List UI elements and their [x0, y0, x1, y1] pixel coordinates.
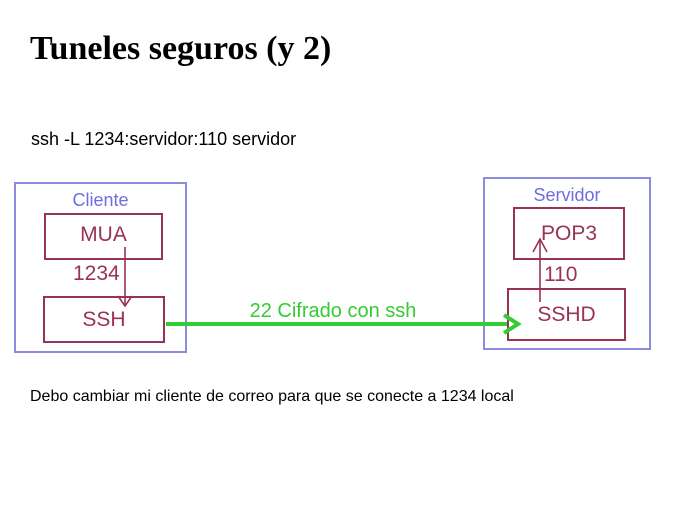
mua-box-label: MUA: [80, 223, 127, 246]
ssh-command-text: ssh -L 1234:servidor:110 servidor: [31, 129, 297, 149]
sshd-box-label: SSHD: [537, 302, 596, 326]
pop3-box-label: POP3: [540, 221, 598, 245]
client-port-label: 1234: [73, 262, 120, 285]
pop3-box: POP3: [513, 207, 625, 260]
server-group-box: Servidor: [483, 177, 651, 350]
ssh-box-label: SSH: [82, 307, 126, 331]
ssh-box: SSH: [43, 296, 165, 343]
slide-title: Tuneles seguros (y 2): [30, 30, 332, 67]
footer-note: Debo cambiar mi cliente de correo para q…: [30, 388, 514, 405]
tunnel-label: 22 Cifrado con ssh: [249, 300, 417, 322]
server-group-label: Servidor: [533, 185, 601, 205]
server-port-label: 110: [544, 263, 578, 286]
sshd-box: SSHD: [507, 288, 626, 341]
mua-box: MUA: [44, 213, 163, 260]
client-group-box: Cliente: [14, 182, 187, 353]
client-group-label: Cliente: [72, 190, 129, 210]
